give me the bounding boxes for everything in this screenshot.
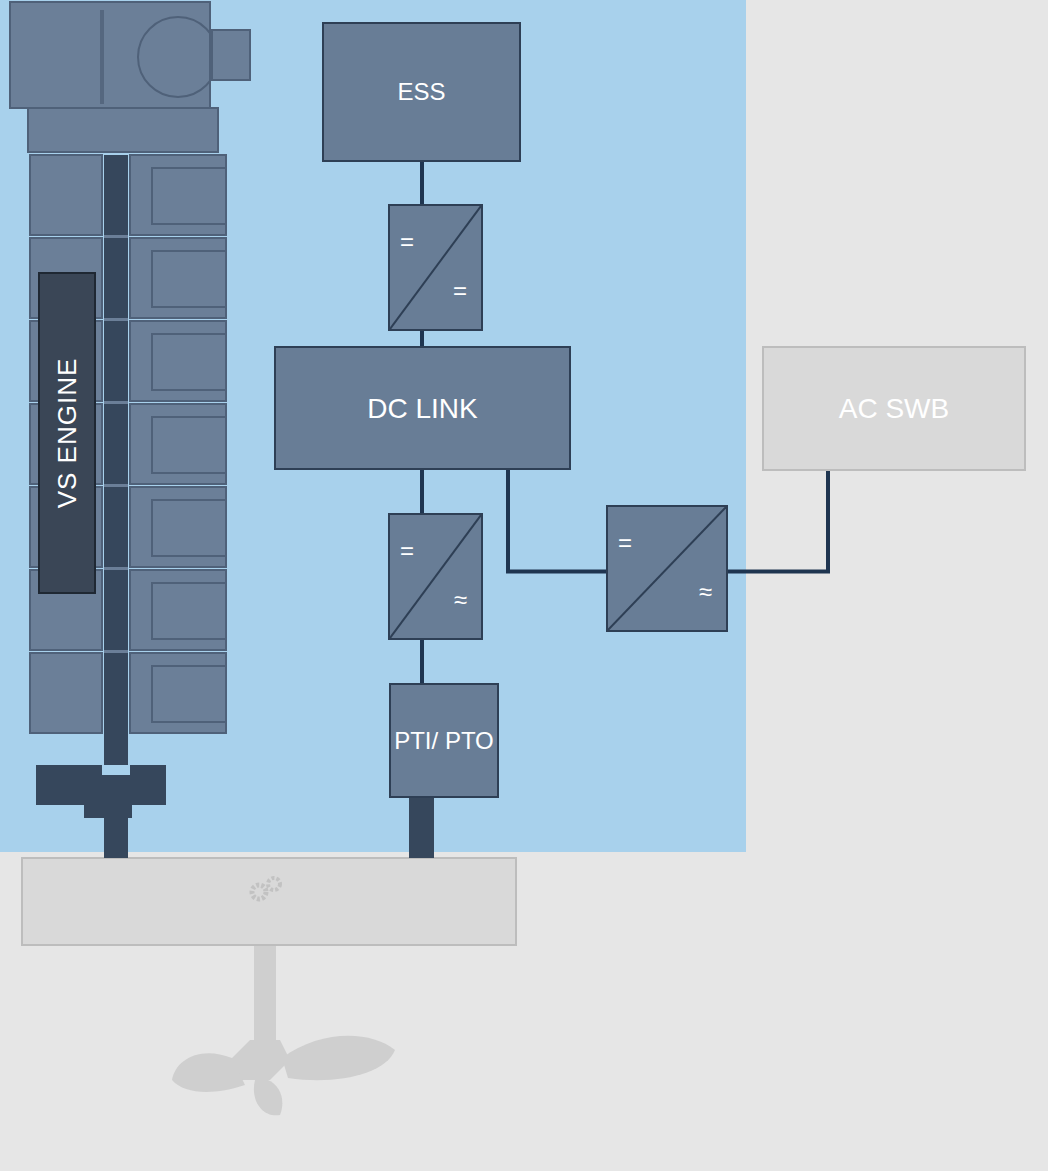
gearbox [22, 858, 516, 945]
power-connector [420, 162, 424, 204]
converter-diagonal [608, 507, 726, 630]
converter-symbol: = [453, 279, 467, 303]
node-label: AC SWB [839, 391, 949, 426]
power-connector [420, 470, 424, 513]
engine-label-box: VS ENGINE [38, 272, 96, 594]
power-connector [728, 471, 828, 572]
converter-box: =≈ [388, 513, 483, 640]
power-connector [420, 640, 424, 683]
dc-link-box: DC LINK [274, 346, 571, 470]
power-connector [508, 470, 606, 572]
converter-diagonal [390, 515, 481, 638]
converter-symbol: = [400, 230, 414, 254]
propeller [172, 944, 395, 1115]
pti-pto-box: PTI/ PTO [389, 683, 499, 798]
converter-box: == [388, 204, 483, 331]
node-label: DC LINK [367, 391, 477, 426]
hybrid-region [0, 0, 746, 852]
node-label: PTI/ PTO [394, 726, 494, 756]
converter-diagonal [390, 206, 481, 329]
converter-symbol: ≈ [699, 580, 712, 604]
converter-symbol: = [618, 531, 632, 555]
converter-symbol: = [400, 539, 414, 563]
node-label: VS ENGINE [52, 358, 83, 509]
node-label: ESS [397, 77, 445, 107]
pto-shaft [409, 796, 434, 858]
power-connector [420, 331, 424, 346]
engine-drawing [10, 2, 250, 858]
switchboard-box: AC SWB [762, 346, 1026, 471]
ess-box: ESS [322, 22, 521, 162]
converter-box: =≈ [606, 505, 728, 632]
converter-symbol: ≈ [454, 588, 467, 612]
